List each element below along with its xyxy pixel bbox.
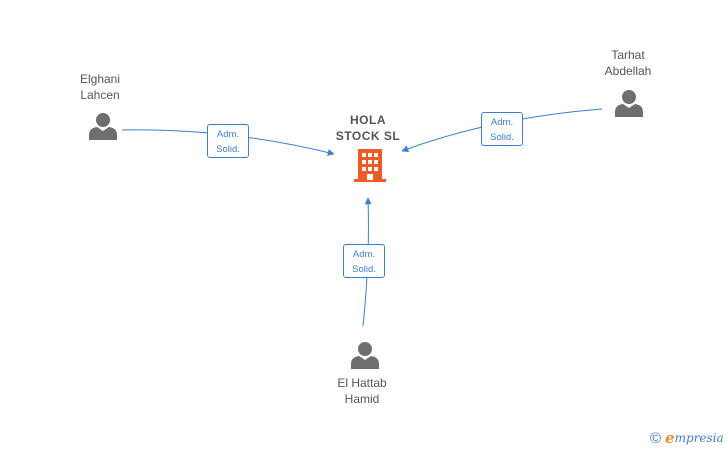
edge-label-line1: Adm. <box>216 129 240 140</box>
edge-label-elghani[interactable]: Adm. Solid. <box>207 124 249 158</box>
edge-label-line1: Adm. <box>352 249 376 260</box>
company-name-line2: STOCK SL <box>335 129 401 143</box>
person-name-elhattab: El Hattab Hamid <box>337 376 387 406</box>
company-name: HOLA STOCK SL <box>318 112 418 144</box>
edge-label-line2: Solid. <box>490 132 514 143</box>
edge-label-line1: Adm. <box>490 117 514 128</box>
brand-initial: e <box>665 429 675 447</box>
edge-label-line2: Solid. <box>216 144 240 155</box>
person-icon[interactable] <box>615 90 643 117</box>
footer-brand: © e mpresia <box>650 429 724 447</box>
company-name-line1: HOLA <box>350 113 386 127</box>
person-name-tarhat: Tarhat Abdellah <box>604 48 652 78</box>
copyright-icon: © <box>650 429 662 447</box>
person-name-elghani: Elghani Lahcen <box>79 72 121 102</box>
brand-name: mpresia <box>674 431 724 445</box>
edge-label-tarhat[interactable]: Adm. Solid. <box>481 112 523 146</box>
person-icon[interactable] <box>351 342 379 369</box>
edge-label-elhattab[interactable]: Adm. Solid. <box>343 244 385 278</box>
edge-label-line2: Solid. <box>352 264 376 275</box>
building-icon[interactable] <box>354 149 386 182</box>
person-icon[interactable] <box>89 113 117 140</box>
